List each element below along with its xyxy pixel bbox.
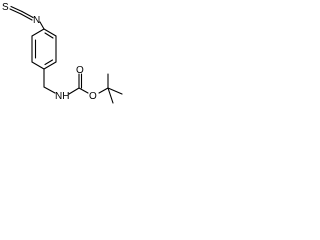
ring-bond-3 xyxy=(43,61,57,70)
atom-carbonyl-oxygen: O xyxy=(76,65,84,76)
bond-n-ring xyxy=(39,21,45,30)
ring-bond-4 xyxy=(31,61,45,70)
atom-ester-oxygen: O xyxy=(89,91,97,102)
molecule-diagram: S N NH O O xyxy=(2,2,123,104)
ring-double-2 xyxy=(44,59,54,66)
bond-ester-o-tbu xyxy=(98,87,109,94)
bond-tbu-methyl-down xyxy=(107,87,114,104)
bond-tbu-methyl-right xyxy=(107,87,123,95)
bond-s-c-upper xyxy=(10,5,23,13)
atom-amine-nitrogen: NH xyxy=(55,91,69,102)
ring-bond-6 xyxy=(31,28,45,37)
bond-c-n-upper xyxy=(21,10,34,19)
ring-double-1 xyxy=(44,32,54,39)
atom-sulfur: S xyxy=(2,2,9,13)
bond-nh-carbonyl xyxy=(68,87,80,95)
bond-c-n-lower xyxy=(20,13,33,21)
ring-bond-1 xyxy=(43,28,57,37)
bond-ch2-nh xyxy=(43,86,56,94)
bond-carbonyl-ester-o xyxy=(78,87,89,94)
bond-s-c-lower xyxy=(9,8,22,15)
atom-isothiocyanate-nitrogen: N xyxy=(33,15,40,26)
structure-canvas: S N NH O O xyxy=(0,0,130,123)
